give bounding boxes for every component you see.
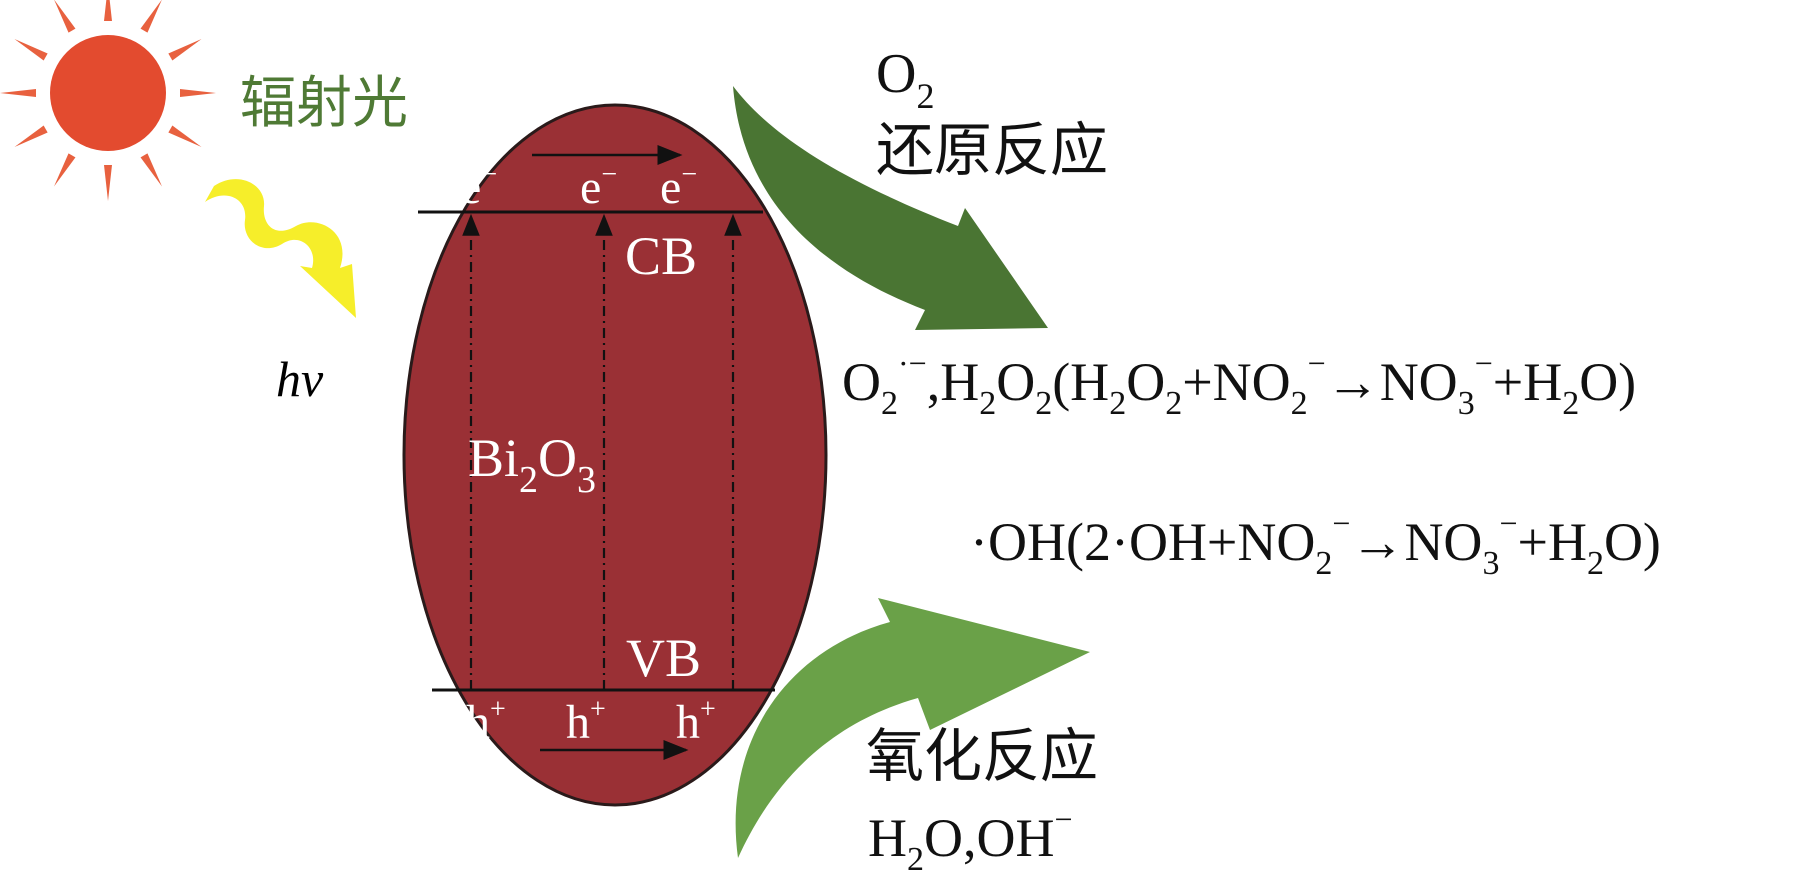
op-oh-sub: 2 (1315, 545, 1332, 582)
reduction-reactant: O2 (876, 43, 934, 116)
bi2o3-particle (402, 103, 828, 807)
sun-ray (168, 125, 202, 147)
op-no3-sub: 3 (1482, 545, 1499, 582)
rp-no3: →NO (1326, 352, 1458, 412)
rp-no2-sup: − (1308, 345, 1326, 381)
rp-h2: +H (1493, 352, 1562, 412)
sun-ray (104, 0, 112, 21)
rp-o: O (842, 352, 881, 412)
reduction-title: 还原反应 (876, 118, 1108, 183)
photon-label-h: h (276, 351, 301, 407)
electron-2-sup: − (601, 159, 617, 190)
oxidation-reactants: H2O,OH− (868, 801, 1073, 878)
op-h2: +H (1517, 512, 1586, 572)
oxidation-title: 氧化反应 (866, 724, 1098, 789)
rp-h: ,H (927, 352, 980, 412)
rp-no2-sub: 2 (1291, 385, 1308, 422)
sun-ray (180, 89, 216, 97)
material-o-sub: 3 (577, 459, 596, 501)
sun-rays (0, 0, 216, 201)
or-oh-sup: − (1055, 801, 1073, 837)
rp-end: O) (1579, 352, 1636, 412)
sun-ray (14, 39, 48, 61)
hole-1-sup: + (490, 694, 506, 725)
or-oh: O,OH (924, 808, 1055, 868)
op-h2-sub: 2 (1587, 545, 1604, 582)
electron-1-base: e (460, 161, 481, 214)
hole-1: h+ (466, 694, 506, 749)
hole-3-sup: + (700, 694, 716, 725)
sun-ray (104, 165, 112, 201)
rp-o2-sub: 2 (1035, 385, 1052, 422)
electron-2-base: e (580, 161, 601, 214)
electron-1-sup: − (481, 159, 497, 190)
rp-o-sub: 2 (881, 385, 898, 422)
op-oh-sup: − (1332, 505, 1350, 541)
rp-no2: +NO (1182, 352, 1290, 412)
electron-2: e− (580, 159, 617, 214)
photon-label: hv (276, 351, 324, 407)
hole-2-sup: + (590, 694, 606, 725)
sun-core (50, 35, 166, 151)
sun-ray (54, 153, 76, 187)
rp-paren-h: (H (1052, 352, 1109, 412)
op-no3-sup: − (1499, 505, 1517, 541)
electron-1: e− (460, 159, 497, 214)
electron-3: e− (660, 159, 697, 214)
rp-o2: O (996, 352, 1035, 412)
rp-no3-sup: − (1475, 345, 1493, 381)
or-h: H (868, 808, 907, 868)
sun-ray (0, 89, 36, 97)
rp-h-sub: 2 (979, 385, 996, 422)
sun-ray (140, 0, 162, 33)
rp-no3-sub: 3 (1458, 385, 1475, 422)
sun-ray (140, 153, 162, 187)
op-no3: →NO (1350, 512, 1482, 572)
hole-2-base: h (566, 696, 590, 749)
electron-3-sup: − (681, 159, 697, 190)
hole-3: h+ (676, 694, 716, 749)
vb-label: VB (626, 628, 701, 688)
hole-3-base: h (676, 696, 700, 749)
op-end: O) (1604, 512, 1661, 572)
oxidation-arrow-icon (735, 598, 1090, 858)
reduction-reactant-o: O (876, 43, 916, 105)
sun-icon (0, 0, 216, 201)
hole-2: h+ (566, 694, 606, 749)
rp-o3: O (1126, 352, 1165, 412)
rp-h2-sub: 2 (1562, 385, 1579, 422)
cb-label: CB (625, 226, 697, 286)
electron-3-base: e (660, 161, 681, 214)
sun-label: 辐射光 (240, 73, 408, 135)
material-bi-sub: 2 (519, 459, 538, 501)
reduction-products: O2·−,H2O2(H2O2+NO2−→NO3−+H2O) (842, 345, 1636, 422)
sun-ray (168, 39, 202, 61)
rp-o3-sub: 2 (1165, 385, 1182, 422)
photon-icon (205, 179, 356, 318)
op-oh: ·OH(2·OH+NO (970, 512, 1315, 572)
excitation-lines (462, 213, 742, 690)
photon-label-v: v (301, 351, 324, 407)
material-label: Bi2O3 (468, 428, 596, 501)
sun-ray (14, 125, 48, 147)
rp-o-sup: ·− (898, 345, 927, 381)
oxidation-products: ·OH(2·OH+NO2−→NO3−+H2O) (970, 505, 1661, 582)
reduction-arrow-icon (733, 86, 1048, 330)
material-bi: Bi (468, 428, 519, 488)
reduction-reactant-sub: 2 (916, 76, 934, 116)
or-h-sub: 2 (907, 841, 924, 878)
rp-paren-h-sub: 2 (1109, 385, 1126, 422)
material-o: O (538, 428, 577, 488)
sun-ray (54, 0, 76, 33)
hole-1-base: h (466, 696, 490, 749)
